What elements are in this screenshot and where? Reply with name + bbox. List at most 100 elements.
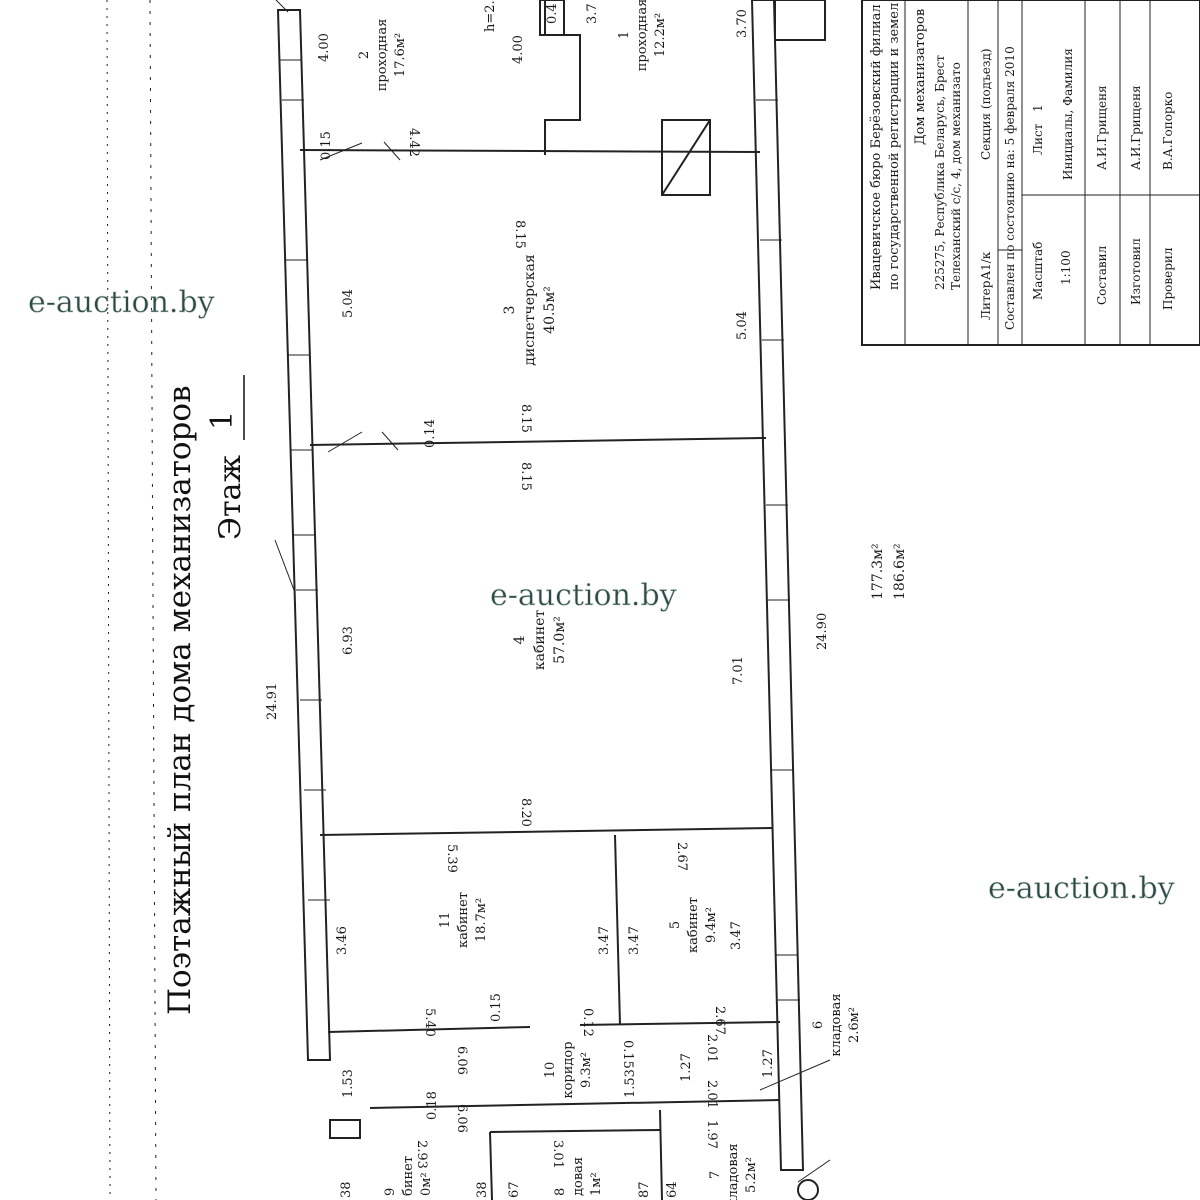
dim: 8.15 — [518, 404, 533, 433]
total-area-2: 186.6м² — [892, 543, 908, 600]
stamp-address2: Телеханский с/с, 4, дом механизато — [949, 62, 963, 290]
dim: 6.06 — [454, 1104, 469, 1133]
room-2-label: 2 проходная 17.6м² — [357, 19, 408, 92]
dim: 4.00 — [511, 35, 526, 64]
staircase — [539, 0, 711, 196]
dim: 2.01 — [704, 1080, 719, 1109]
dim: 4.00 — [317, 33, 332, 62]
dim: 0.4 — [545, 3, 560, 24]
dim: h=2. — [483, 0, 498, 32]
dim: 3.47 — [627, 926, 642, 955]
dim: 0.14 — [423, 419, 438, 448]
dim: 0.12 — [580, 1008, 595, 1037]
outer-wall-bottom — [750, 0, 805, 1171]
stamp-composed-by: А.И.Грищеня — [1095, 85, 1109, 170]
wall-rooms-7-8 — [659, 1109, 663, 1200]
watermark: e-auction.by — [28, 285, 215, 320]
dim: 1.27 — [679, 1053, 694, 1082]
svg-text:8: 8 — [553, 1188, 568, 1196]
dim: 3.70 — [735, 9, 750, 38]
door-marks — [274, 0, 831, 1091]
dim: 3.47 — [597, 926, 612, 955]
total-area-1: 177.3м² — [870, 543, 886, 600]
svg-text:кабинет: кабинет — [532, 610, 548, 670]
scan-edge-line — [149, 0, 157, 1200]
svg-text:9.4м²: 9.4м² — [704, 907, 719, 943]
corner-line — [797, 1159, 831, 1183]
stamp-names-label: Инициалы, Фамилия — [1061, 48, 1075, 180]
svg-text:3: 3 — [502, 306, 518, 315]
watermark: e-auction.by — [490, 578, 677, 613]
svg-text:40.5м²: 40.5м² — [542, 286, 558, 334]
svg-text:диспетчерская: диспетчерская — [522, 254, 538, 366]
wall-stub — [329, 1119, 361, 1139]
svg-text:0м²: 0м² — [419, 1172, 434, 1196]
stamp-checked-label: Проверил — [1161, 247, 1175, 310]
svg-text:12.2м²: 12.2м² — [653, 13, 668, 57]
dim: 67 — [507, 1181, 522, 1198]
dim: 0.15 — [489, 993, 504, 1022]
svg-text:1м²: 1м² — [589, 1172, 604, 1196]
stamp-sheet-label: Лист — [1031, 123, 1045, 155]
dim: 3.46 — [335, 926, 350, 955]
svg-text:11: 11 — [438, 912, 453, 929]
stamp-composed-label: Составил — [1095, 245, 1109, 305]
dim: 1.53 — [341, 1069, 356, 1098]
dim: 0.15 — [620, 1040, 635, 1069]
dim: 1.27 — [761, 1049, 776, 1078]
dim: 38 — [339, 1181, 354, 1198]
stamp-org-line1: Ивацевичское бюро Берёзовский филиал — [869, 4, 884, 290]
stamp-litera-label: Литер — [979, 280, 993, 320]
dim: 5.04 — [341, 289, 356, 318]
wall-rooms-4-11 — [319, 827, 773, 836]
svg-text:довая: довая — [571, 1157, 586, 1196]
dim: 38 — [475, 1181, 490, 1198]
wall-rooms-3-4 — [309, 437, 767, 446]
dim: 87 — [637, 1181, 652, 1198]
room-8-label: 8 довая 1м² — [553, 1157, 604, 1196]
dim: 2.93 — [414, 1140, 429, 1169]
scan-edge-line — [106, 0, 111, 1200]
dim: 3.01 — [550, 1140, 565, 1169]
room-7-label: 7 кладовая 5.2м² — [708, 1143, 759, 1200]
windows-top — [280, 59, 330, 901]
wall-rooms-1-2-3 — [299, 149, 761, 153]
stamp-made-by: А.И.Грищеня — [1129, 85, 1143, 170]
svg-text:кладовая: кладовая — [829, 993, 844, 1056]
wall-rooms-8-top — [489, 1129, 661, 1133]
wall-rooms-8-9 — [489, 1131, 493, 1200]
room-11-label: 11 кабинет 18.7м² — [438, 892, 489, 948]
dim: 0.18 — [425, 1091, 440, 1120]
room-3-label: 3 диспетчерская 40.5м² — [502, 254, 558, 366]
floor-label: Этаж — [213, 455, 248, 540]
stamp-object: Дом механизаторов — [913, 9, 928, 145]
svg-text:10: 10 — [543, 1062, 558, 1079]
wall-rooms-11-10 — [327, 1026, 531, 1033]
svg-text:5.2м²: 5.2м² — [744, 1157, 759, 1193]
svg-text:18.7м²: 18.7м² — [474, 898, 489, 942]
stamp-table — [861, 0, 1200, 346]
svg-text:бинет: бинет — [401, 1156, 416, 1196]
svg-text:кабинет: кабинет — [456, 892, 471, 948]
svg-text:9: 9 — [383, 1188, 398, 1196]
dim: 8.15 — [518, 462, 533, 491]
dim: 24.90 — [815, 613, 830, 650]
svg-text:6: 6 — [811, 1021, 826, 1029]
dim: 3.7 — [585, 3, 600, 24]
stamp-made-label: Изготовил — [1129, 238, 1143, 305]
dim: 24.91 — [265, 683, 280, 720]
dim: 8.20 — [518, 798, 533, 827]
dim: 4.42 — [406, 128, 421, 157]
svg-text:7: 7 — [708, 1171, 723, 1179]
stamp-date-line: Составлен по состоянию на: 5 февраля 201… — [1003, 46, 1017, 330]
corner-mark — [797, 1179, 819, 1200]
svg-text:кабинет: кабинет — [686, 897, 701, 953]
svg-text:57.0м²: 57.0м² — [552, 616, 568, 664]
dim: 1.97 — [704, 1120, 719, 1149]
room-6-label: 6 кладовая 2.6м² — [811, 993, 862, 1056]
wall-rooms-10-9 — [369, 1099, 781, 1109]
wall-rooms-5-6 — [579, 1021, 781, 1026]
stamp-address1: 225275, Республика Беларусь, Брест — [933, 55, 947, 290]
svg-text:17.6м²: 17.6м² — [393, 33, 408, 77]
